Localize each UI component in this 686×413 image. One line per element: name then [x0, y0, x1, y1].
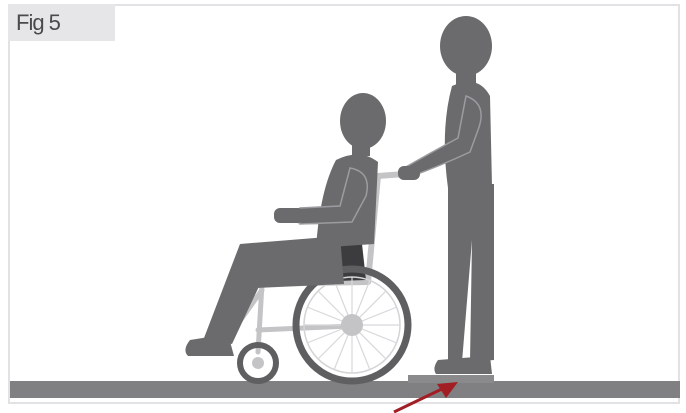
threshold-plate	[408, 375, 494, 383]
standing-person	[398, 16, 494, 374]
